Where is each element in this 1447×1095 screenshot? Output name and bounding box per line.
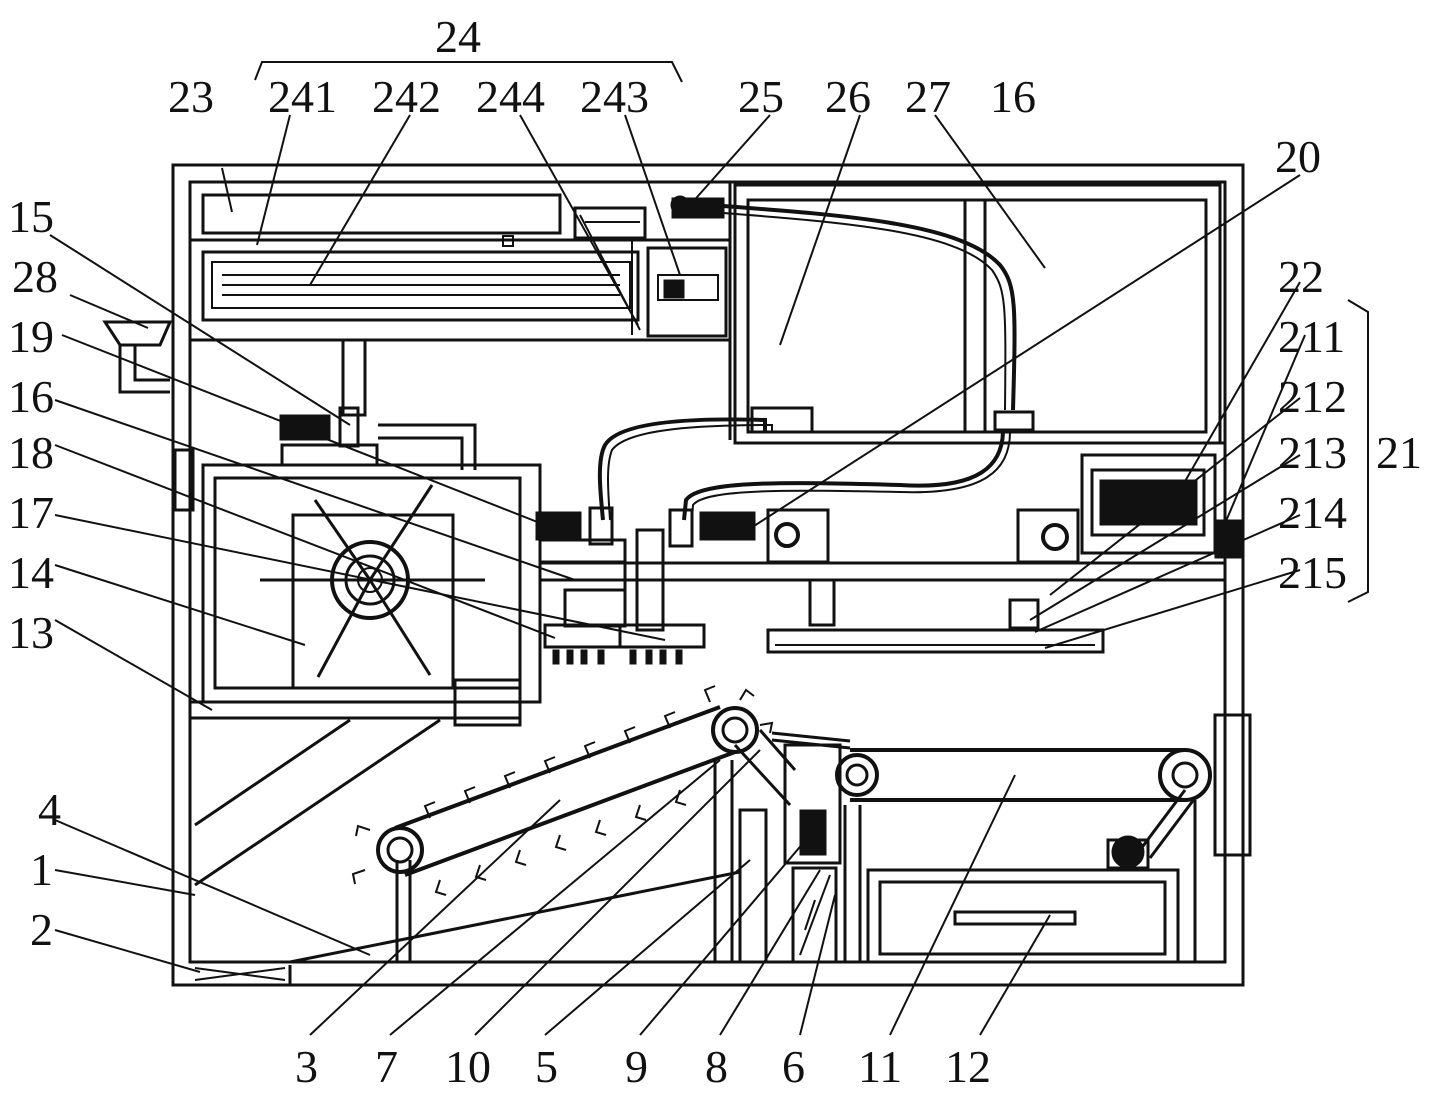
label-214: 214 [1278, 487, 1347, 538]
label-17: 17 [8, 487, 54, 538]
label-215: 215 [1278, 547, 1347, 598]
label-22: 22 [1278, 251, 1324, 302]
label-25: 25 [738, 71, 784, 122]
label-244: 244 [476, 71, 545, 122]
label-21: 21 [1376, 427, 1422, 478]
label-212: 212 [1278, 371, 1347, 422]
hoses [597, 417, 1011, 521]
brush-chain [351, 685, 774, 896]
label-26: 26 [825, 71, 871, 122]
mixing-box [102, 320, 542, 727]
label-1: 1 [30, 844, 53, 895]
label-242: 242 [372, 71, 441, 122]
label-4: 4 [38, 784, 61, 835]
label-243: 243 [580, 71, 649, 122]
label-24: 24 [435, 11, 481, 62]
label-20: 20 [1275, 131, 1321, 182]
water-tank [709, 183, 1225, 445]
support-structure [713, 729, 851, 964]
label-27: 27 [905, 71, 951, 122]
label-3: 3 [295, 1041, 318, 1092]
spray-assembly [543, 528, 706, 665]
label-23: 23 [168, 71, 214, 122]
label-241: 241 [268, 71, 337, 122]
label-14: 14 [8, 547, 54, 598]
label-15: 15 [8, 191, 54, 242]
label-8: 8 [705, 1041, 728, 1092]
label-211: 211 [1278, 311, 1345, 362]
label-213: 213 [1278, 427, 1347, 478]
label-16-left: 16 [8, 371, 54, 422]
leader-lines [49, 61, 1369, 1036]
label-9: 9 [625, 1041, 648, 1092]
label-28: 28 [12, 251, 58, 302]
outer-housing [171, 163, 1245, 987]
label-12: 12 [945, 1041, 991, 1092]
output-conveyor [835, 713, 1252, 964]
label-19: 19 [8, 311, 54, 362]
label-16-top: 16 [990, 71, 1036, 122]
label-11: 11 [858, 1041, 902, 1092]
label-7: 7 [375, 1041, 398, 1092]
label-18: 18 [8, 427, 54, 478]
label-6: 6 [782, 1041, 805, 1092]
reference-labels: 24 23 241 242 244 243 25 26 27 16 20 15 … [8, 11, 1422, 1092]
label-13: 13 [8, 607, 54, 658]
top-compartment [190, 182, 732, 440]
label-10: 10 [445, 1041, 491, 1092]
label-2: 2 [30, 904, 53, 955]
lower-channel [194, 718, 741, 985]
label-5: 5 [535, 1041, 558, 1092]
